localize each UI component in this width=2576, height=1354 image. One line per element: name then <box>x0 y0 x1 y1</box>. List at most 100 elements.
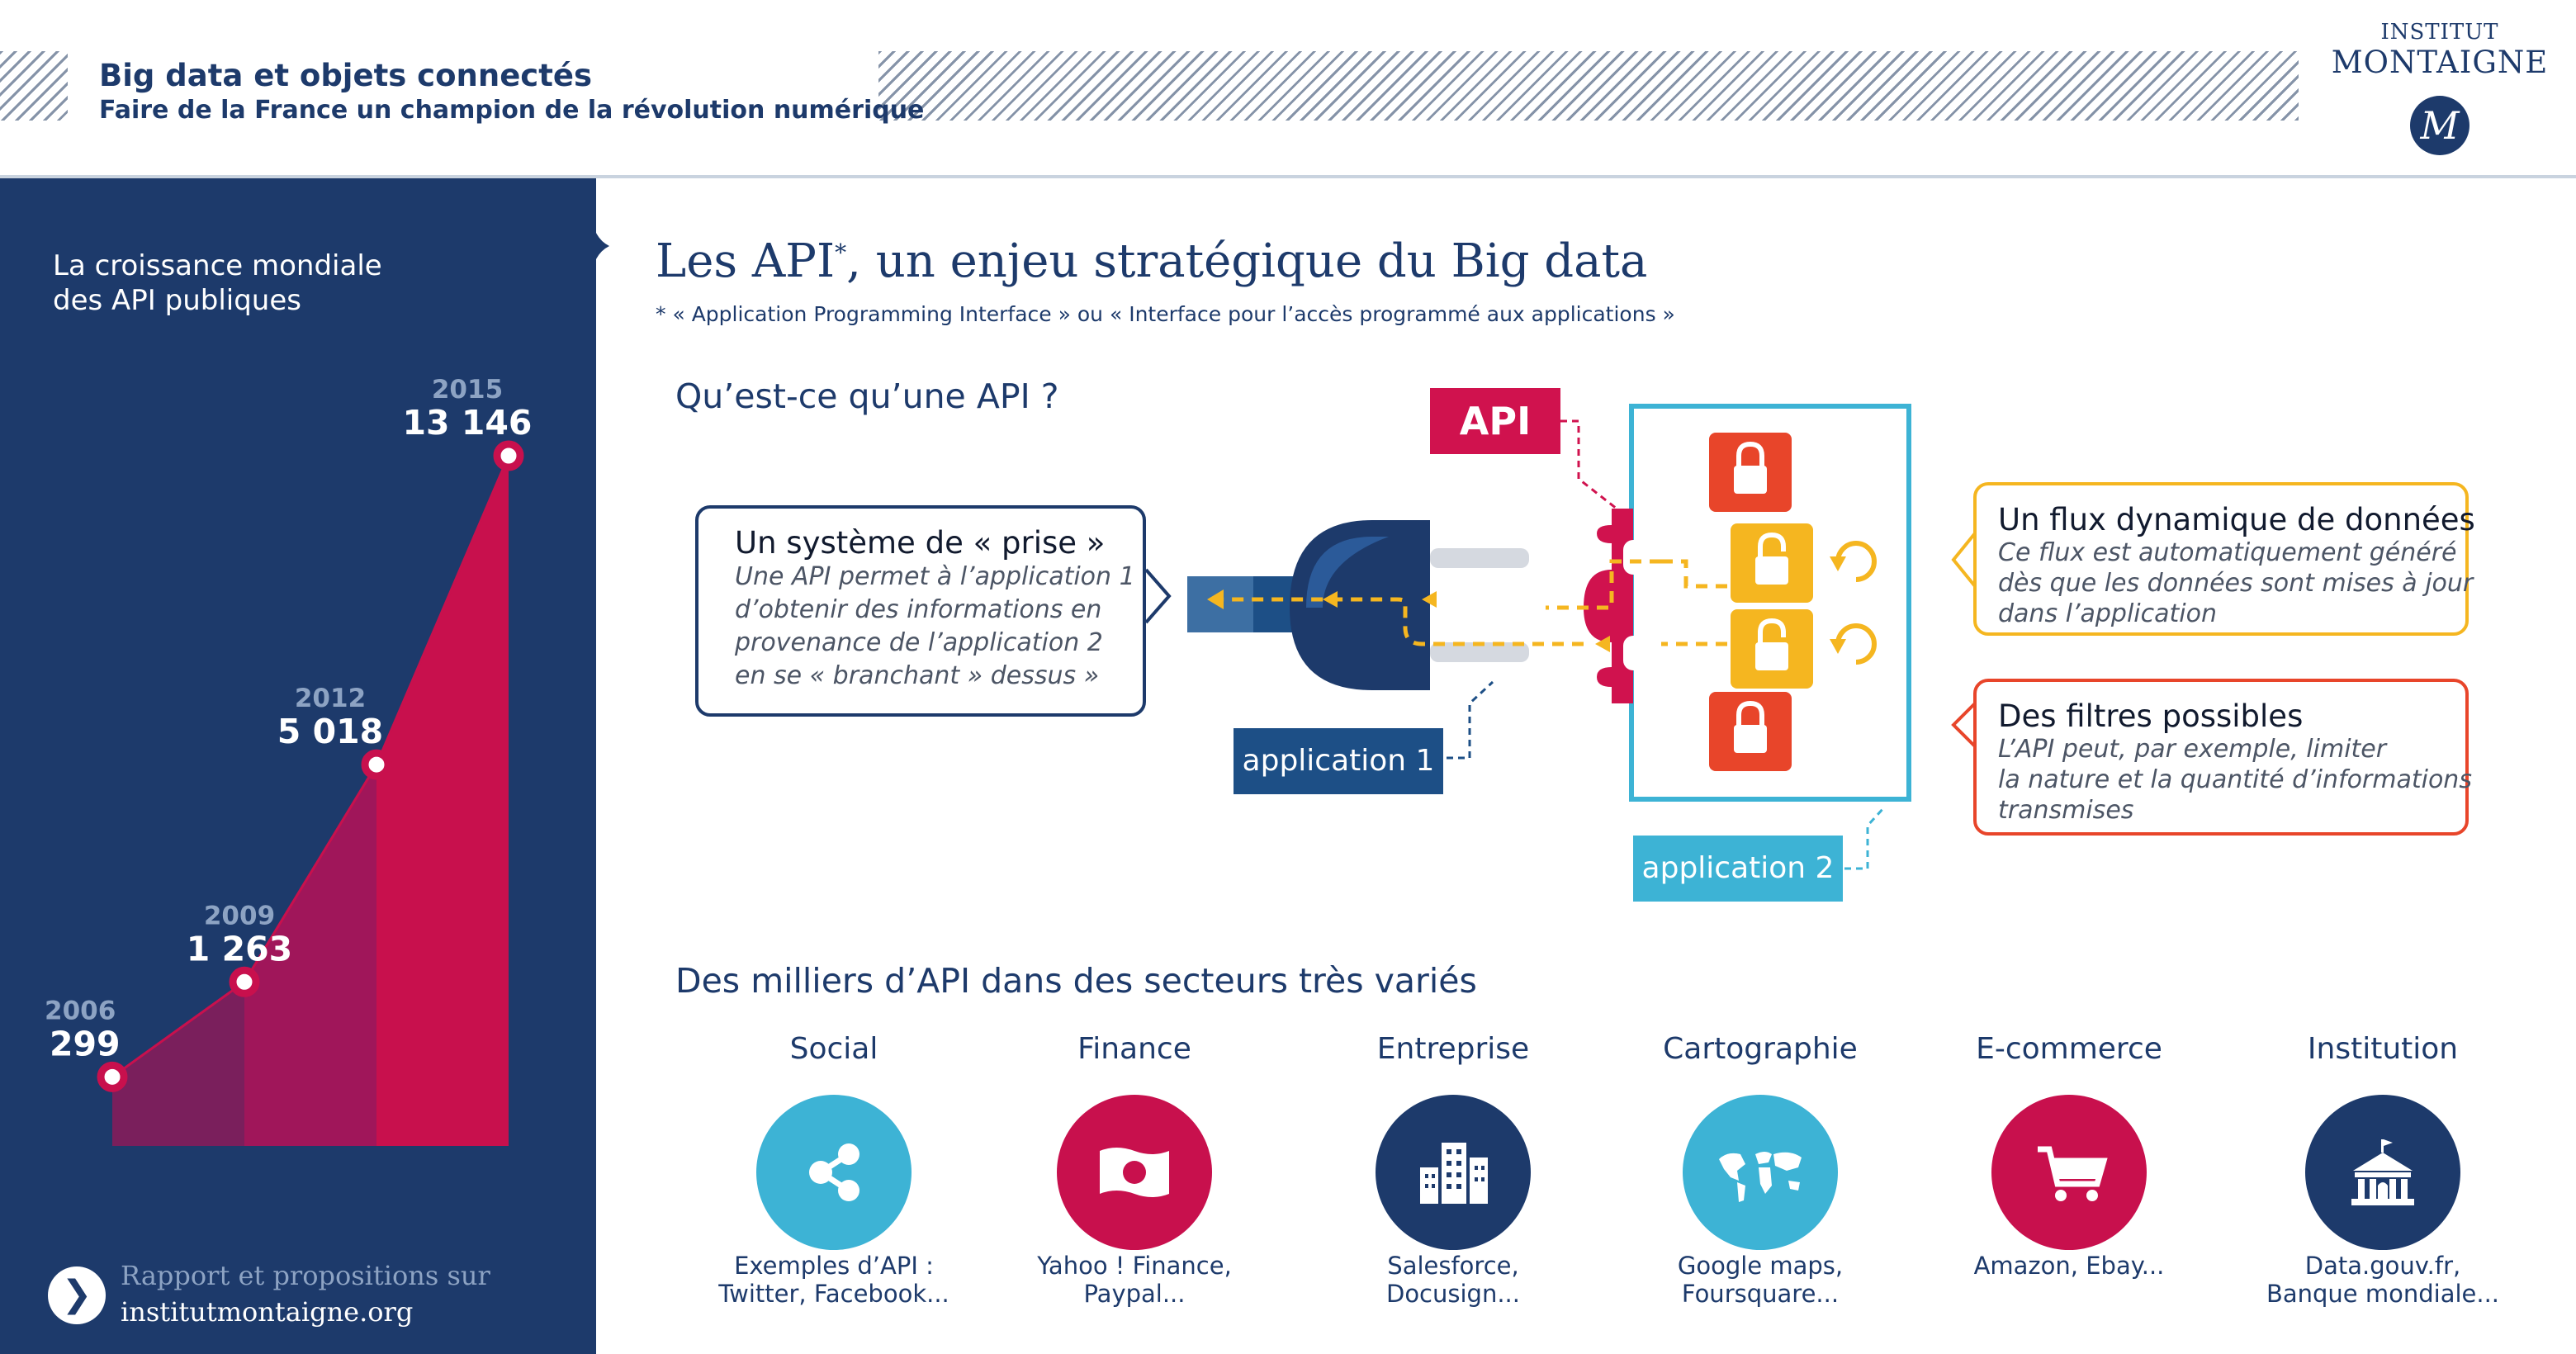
document-subtitle: Faire de la France un champion de la rév… <box>99 96 925 125</box>
sector-example: Twitter, Facebook... <box>718 1280 949 1308</box>
hatch-decoration-left <box>0 51 68 121</box>
sector-example: Salesforce, <box>1387 1252 1519 1280</box>
refresh-icon-bottom <box>1835 623 1877 665</box>
logo-text-montaigne: MONTAIGNE <box>2331 45 2549 80</box>
sector-label: E-commerce <box>1976 1032 2162 1066</box>
lock-open-icon-yellow-bottom <box>1731 609 1813 689</box>
world-map-icon <box>1683 1095 1838 1250</box>
refresh-icons <box>1835 541 1877 665</box>
flow-line-middle <box>1546 559 1661 610</box>
growth-value-label: 13 146 <box>403 403 533 443</box>
header: Big data et objets connectés Faire de la… <box>0 0 2576 178</box>
flow-arrowheads <box>1207 589 1610 652</box>
document-title: Big data et objets connectés <box>99 58 593 93</box>
sector-example: Exemples d’API : <box>734 1252 934 1280</box>
growth-line <box>111 455 510 1078</box>
sidebar-notch-decoration <box>591 213 609 279</box>
socket-hole-bottom <box>1623 636 1656 670</box>
plug-prong-bottom <box>1430 642 1529 662</box>
sector-label: Entreprise <box>1376 1032 1530 1066</box>
sector-label: Social <box>789 1032 878 1066</box>
lock-open-icon-yellow-top <box>1731 523 1813 603</box>
flux-callout-pointer <box>1951 532 1977 588</box>
sector-label: Institution <box>2307 1032 2459 1066</box>
sector-example: Yahoo ! Finance, <box>1037 1252 1232 1280</box>
logo-text-institut: INSTITUT <box>2380 20 2499 45</box>
growth-year-label: 2009 <box>204 901 275 930</box>
flux-callout-line: Ce flux est automatiquement généré <box>1998 538 2457 567</box>
lock-icon-red-bottom <box>1709 692 1792 771</box>
page-title: Les API*, un enjeu stratégique du Big da… <box>656 234 1647 288</box>
header-divider <box>0 175 2576 178</box>
prise-callout-line: provenance de l’application 2 <box>735 628 1103 657</box>
prise-callout-title: Un système de « prise » <box>735 525 1106 561</box>
sector-label: Finance <box>1077 1032 1191 1066</box>
sectors-heading: Des milliers d’API dans des secteurs trè… <box>675 961 1477 1001</box>
sector-example: Foursquare... <box>1681 1280 1840 1308</box>
flux-callout-line: dans l’application <box>1998 599 2217 628</box>
plug-highlight <box>1306 537 1389 608</box>
api-plug-diagram <box>1144 404 1977 870</box>
api-footnote: * « Application Programming Interface » … <box>656 302 1675 326</box>
sidebar-title-line1: La croissance mondiale <box>53 249 382 282</box>
socket-hole-top <box>1623 540 1656 575</box>
sector-example: Google maps, <box>1677 1252 1844 1280</box>
prise-callout-pointer <box>1144 568 1172 624</box>
growth-value-label: 5 018 <box>277 712 383 751</box>
report-link-url[interactable]: institutmontaigne.org <box>121 1296 414 1328</box>
growth-chart-area-layer <box>111 455 510 1146</box>
filtres-callout-line: L’API peut, par exemple, limiter <box>1998 735 2387 764</box>
growth-area-segment <box>112 982 244 1146</box>
growth-point-marker <box>361 749 392 780</box>
shopping-cart-icon <box>1991 1095 2147 1250</box>
chevron-right-icon[interactable]: ❯ <box>48 1266 106 1324</box>
growth-point-marker <box>97 1061 128 1092</box>
growth-year-label: 2012 <box>295 684 366 713</box>
flux-callout-title: Un flux dynamique de données <box>1998 502 2475 537</box>
api-tag: API <box>1430 388 1560 454</box>
chevron-right-glyph: ❯ <box>61 1273 92 1315</box>
growth-area-segment <box>376 456 509 1146</box>
growth-value-label: 1 263 <box>187 929 292 968</box>
sector-example: Data.gouv.fr, <box>2304 1252 2461 1280</box>
sidebar-title-line2: des API publiques <box>53 284 301 317</box>
page-title-api: Les API <box>656 234 836 288</box>
prise-callout: Un système de « prise » Une API permet à… <box>695 505 1146 717</box>
hatch-decoration-right <box>878 51 2299 121</box>
sector-example: Paypal... <box>1083 1280 1186 1308</box>
flux-callout: Un flux dynamique de données Ce flux est… <box>1973 482 2475 636</box>
growth-area-segment <box>244 765 376 1146</box>
refresh-icon-top <box>1835 541 1877 582</box>
lock-icon-red-top <box>1709 433 1792 512</box>
buildings-icon <box>1376 1095 1531 1250</box>
logo-m-icon: M <box>2410 96 2469 155</box>
filtres-callout-line: la nature et la quantité d’informations <box>1998 765 2472 794</box>
application1-tag: application 1 <box>1234 728 1443 794</box>
sector-example: Banque mondiale... <box>2266 1280 2500 1308</box>
filtres-callout-pointer <box>1951 702 1977 748</box>
institution-building-icon <box>2305 1095 2460 1250</box>
prise-callout-line: en se « branchant » dessus » <box>735 661 1100 690</box>
sector-example: Amazon, Ebay... <box>1973 1252 2165 1280</box>
filtres-callout-line: transmises <box>1998 796 2134 825</box>
what-is-api-heading: Qu’est-ce qu’une API ? <box>675 376 1059 416</box>
flow-line-top <box>1661 559 1747 589</box>
growth-point-marker <box>229 966 260 997</box>
growth-year-label: 2006 <box>45 996 116 1025</box>
page-title-asterisk: * <box>835 239 847 267</box>
filtres-callout-title: Des filtres possibles <box>1998 698 2304 734</box>
growth-chart-marker-layer <box>97 440 524 1092</box>
flow-line-to-app1 <box>1207 597 1584 646</box>
banknote-icon <box>1057 1095 1212 1250</box>
growth-year-label: 2015 <box>432 375 503 405</box>
application2-tag: application 2 <box>1633 836 1843 902</box>
sector-label: Cartographie <box>1663 1032 1858 1066</box>
prise-callout-line: d’obtenir des informations en <box>735 595 1102 624</box>
share-icon <box>756 1095 912 1250</box>
plug-prong-top <box>1430 548 1529 568</box>
report-link-label: Rapport et propositions sur <box>121 1260 490 1291</box>
app1-tag-leader <box>1447 680 1494 760</box>
